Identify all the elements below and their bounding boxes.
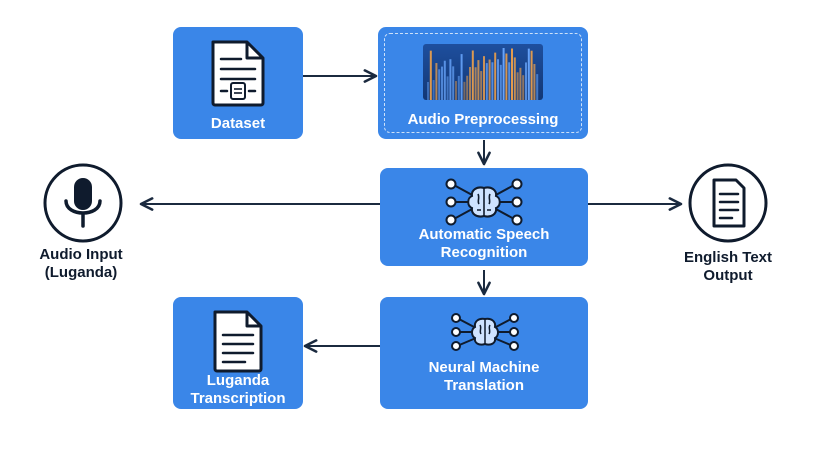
neural-network-brain-icon (445, 178, 523, 226)
spectrogram-column (483, 56, 485, 100)
asr-node[interactable]: Automatic Speech Recognition (380, 168, 588, 266)
spectrogram-column (497, 59, 499, 100)
document-icon (213, 310, 263, 373)
spectrogram-column (443, 60, 446, 100)
spectrogram-column (471, 50, 474, 100)
spectrogram-column (488, 59, 491, 100)
spectrogram-column (494, 52, 497, 100)
spectrogram-column (460, 54, 463, 100)
transcription-node[interactable]: Luganda Transcription (173, 297, 303, 409)
spectrogram-column (522, 75, 525, 100)
spectrogram-column (427, 82, 429, 100)
spectrogram-column (452, 66, 455, 100)
spectrogram-column (508, 62, 511, 100)
spectrogram-column (485, 63, 488, 100)
spectrogram-column (435, 63, 438, 100)
spectrogram-column (441, 66, 443, 100)
spectrogram-column (516, 72, 519, 100)
spectrogram-column (511, 48, 513, 100)
dashed-frame (384, 33, 582, 133)
spectrogram-column (432, 80, 435, 100)
spectrogram-column (502, 48, 505, 100)
spectrogram-column (525, 62, 527, 100)
spectrogram-column (466, 75, 469, 100)
nmt-node[interactable]: Neural Machine Translation (380, 297, 588, 409)
spectrogram-column (463, 81, 466, 100)
transcription-label: Luganda Transcription (190, 372, 286, 407)
spectrogram-column (477, 60, 480, 100)
spectrogram-column (446, 76, 449, 100)
spectrogram-column (491, 62, 494, 100)
spectrogram-column (519, 67, 522, 100)
dataset-label: Dataset (210, 115, 266, 132)
spectrogram-column (474, 67, 477, 100)
text-output-label: English Text Output (683, 249, 773, 284)
audio-preprocessing-node[interactable]: Audio Preprocessing (378, 27, 588, 139)
microphone-icon (43, 163, 123, 243)
spectrogram-column (449, 59, 452, 100)
audio-preprocessing-label: Audio Preprocessing (407, 111, 559, 128)
neural-network-brain-icon (451, 313, 519, 351)
spectrogram-column (533, 63, 536, 100)
spectrogram-column (505, 53, 508, 100)
spectrogram-column (457, 75, 460, 100)
spectrogram-column (499, 64, 502, 100)
spectrogram-column (438, 69, 441, 100)
audio-input-label: Audio Input (Luganda) (39, 246, 123, 281)
document-icon (211, 40, 265, 107)
document-icon (688, 163, 768, 243)
spectrogram-column (469, 66, 471, 100)
asr-label: Automatic Speech Recognition (418, 226, 550, 261)
dataset-node[interactable]: Dataset (173, 27, 303, 139)
spectrogram-icon (423, 44, 543, 100)
spectrogram-column (527, 48, 530, 100)
spectrogram-column (455, 81, 457, 100)
spectrogram-column (530, 50, 533, 100)
spectrogram-column (536, 74, 539, 100)
spectrogram-column (513, 57, 516, 100)
spectrogram-column (429, 50, 432, 100)
nmt-label: Neural Machine Translation (428, 359, 540, 394)
spectrogram-column (480, 71, 483, 100)
